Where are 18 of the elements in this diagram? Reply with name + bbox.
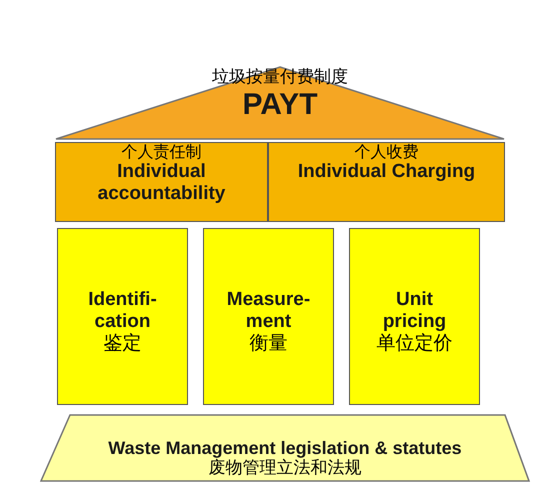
chinese-label: 衡量 [248, 332, 288, 355]
header-band [268, 142, 505, 222]
chinese-label: 鉴定 [102, 332, 142, 355]
english-label: Identifi- cation [87, 289, 158, 333]
pillar-box [349, 228, 480, 405]
title-text: PAYT [242, 88, 318, 122]
english-label: Waste Management legislation & statutes [108, 438, 462, 458]
pillar-box [203, 228, 334, 405]
english-label: Individual accountability [96, 161, 226, 206]
pillar-box [57, 228, 188, 405]
header-band [55, 142, 268, 222]
chinese-label: 废物管理立法和法规 [208, 458, 362, 478]
chinese-label: 单位定价 [376, 332, 454, 355]
chinese-label: 个人责任制 [122, 143, 202, 162]
chinese-label: 个人收费 [354, 143, 418, 162]
english-label: Unit pricing [382, 289, 448, 333]
english-label: Measure- ment [226, 289, 312, 333]
english-label: Individual Charging [298, 161, 476, 184]
